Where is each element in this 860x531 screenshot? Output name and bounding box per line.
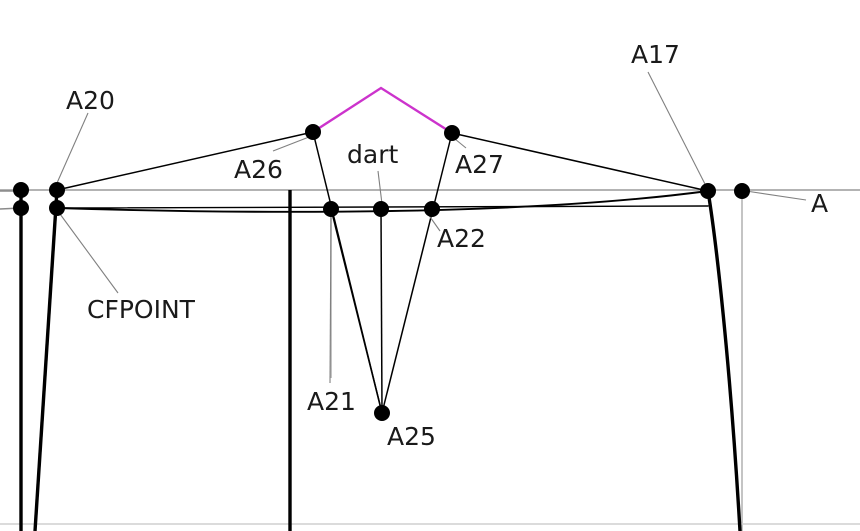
dart-leg-right: [381, 132, 453, 414]
point-marker-mid: [373, 201, 389, 217]
point-label-cfpoint: CFPOINT: [87, 295, 195, 324]
leader-a17: [647, 71, 707, 187]
point-label-dart: dart: [347, 140, 399, 169]
point-marker-left-upper: [13, 182, 29, 198]
dart-fold: [311, 86, 454, 135]
heavy-lines-group: [19, 189, 292, 531]
dart-fold-group: [311, 86, 454, 135]
point-marker-a25: [374, 405, 390, 421]
leader-cfpoint: [59, 213, 119, 294]
leader-dart: [377, 170, 383, 205]
point-label-a17: A17: [631, 40, 680, 69]
point-label-a: A: [811, 189, 829, 218]
side-seam-curve: [706, 189, 742, 531]
point-marker-cfpoint: [49, 200, 65, 216]
point-marker-a17: [700, 183, 716, 199]
point-marker-a22: [424, 201, 440, 217]
leader-a: [745, 190, 807, 201]
shoulder-right-upper: [451, 132, 709, 192]
point-label-a21: A21: [307, 387, 356, 416]
a21-to-a25: [330, 208, 383, 414]
point-marker-a21: [323, 201, 339, 217]
leader-a26: [272, 136, 310, 152]
point-markers-group: [13, 124, 750, 421]
cf-vertical-inner: [33, 189, 59, 531]
point-marker-a20-upper: [49, 182, 65, 198]
leader-lines-group: [56, 71, 807, 384]
leader-a21: [329, 214, 332, 384]
point-marker-a26: [305, 124, 321, 140]
point-label-a27: A27: [455, 150, 504, 179]
leader-a20: [56, 112, 89, 184]
point-marker-a27: [444, 125, 460, 141]
point-label-a25: A25: [387, 422, 436, 451]
point-label-a20: A20: [66, 86, 115, 115]
shoulder-left-upper: [56, 131, 314, 191]
construction-lines-group: [0, 189, 860, 531]
dart-center: [380, 208, 383, 414]
outline-lines-group: [56, 131, 709, 414]
leader-a27: [454, 138, 467, 149]
point-label-a22: A22: [437, 224, 486, 253]
point-marker-a: [734, 183, 750, 199]
point-label-a26: A26: [234, 155, 283, 184]
leader-a22: [427, 213, 441, 232]
point-marker-left-lower: [13, 200, 29, 216]
curve-group: [56, 189, 742, 531]
